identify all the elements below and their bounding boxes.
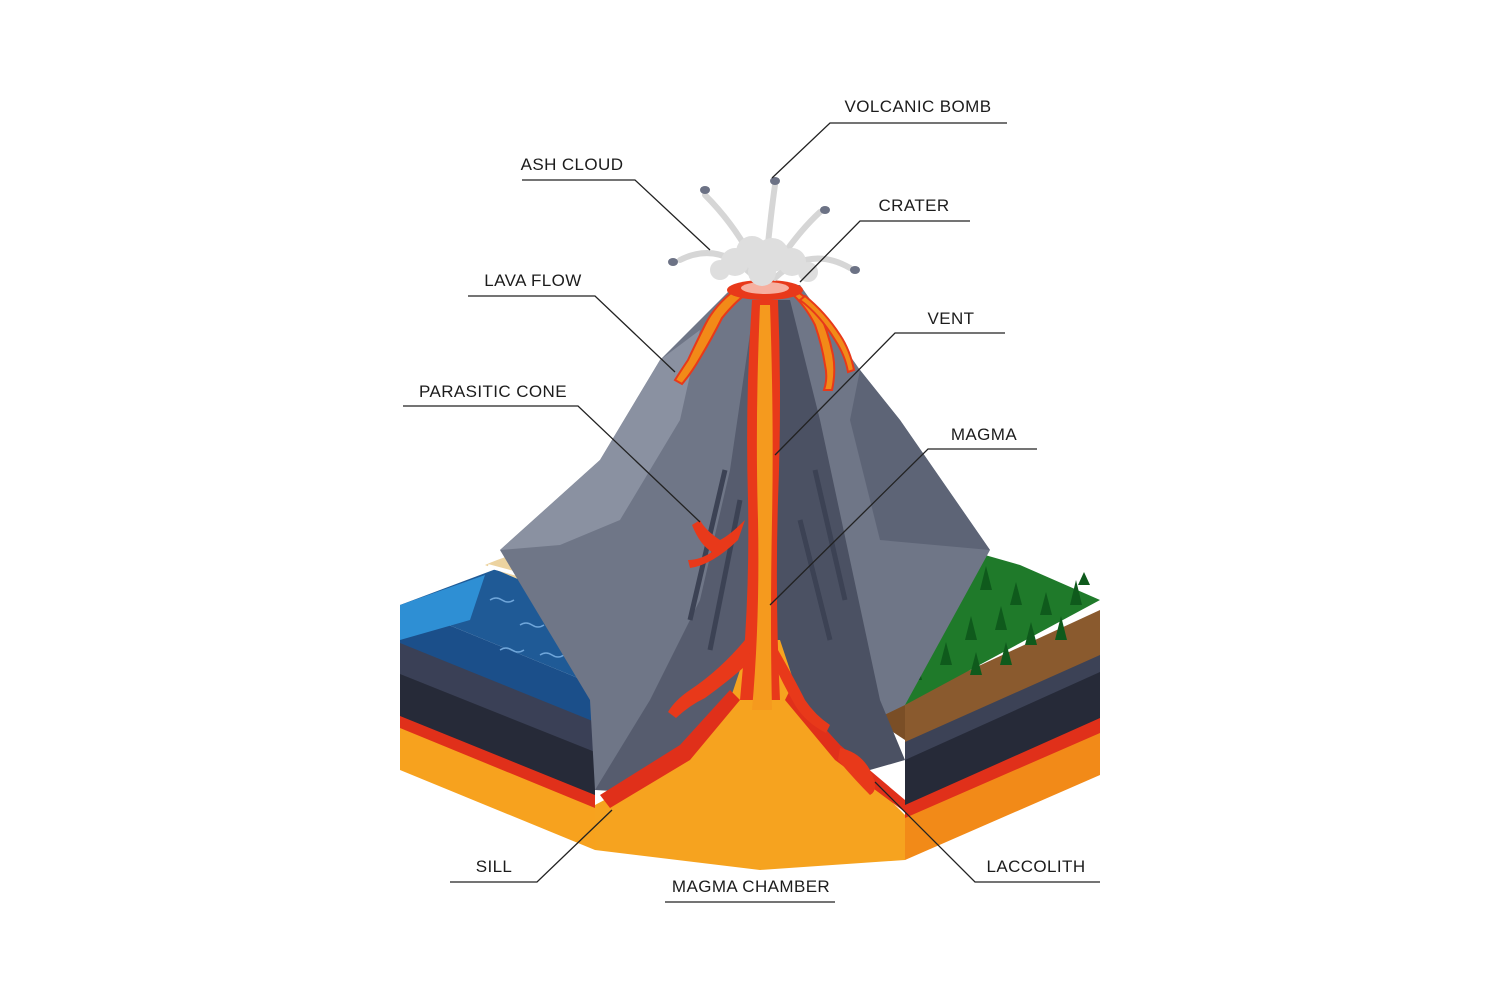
leader-magma [769,448,1037,606]
left-block-mid-layer [400,640,595,752]
magma-system [595,280,905,870]
magma-chamber-fill [595,640,905,870]
mountain-light-facet-left [500,330,700,550]
label-parasitic-cone: PARASITIC CONE [419,382,567,401]
dike-right [772,650,830,733]
lava-flow-right-2 [798,294,856,374]
label-magma-chamber: MAGMA CHAMBER [672,877,830,896]
label-volcanic-bomb: VOLCANIC BOMB [845,97,992,116]
ash-puffs [710,236,818,286]
magma-chamber-red [600,690,740,808]
right-block-soil-layer [905,610,1100,742]
label-lava-flow: LAVA FLOW [484,271,581,290]
bomb-icon [770,177,780,185]
leader-vent [774,332,1005,456]
bomb-icon [820,206,830,214]
label-magma: MAGMA [951,425,1017,444]
ash-cloud [668,177,860,286]
diagram-labels: VOLCANIC BOMB ASH CLOUD CRATER LAVA FLOW… [419,97,1085,896]
right-block-red-layer [905,715,1100,818]
left-block-orange-layer [400,725,595,850]
ash-plume-trails [677,182,853,281]
sea-front-face [400,605,595,722]
leader-ash-cloud [522,179,711,251]
lava-flow-left [673,288,747,386]
right-block-orange-layer [905,730,1100,860]
crater-glow [741,282,789,294]
left-block-dark-layer [400,670,595,795]
mountain-light-facet-right [850,370,990,550]
leader-lines [403,122,1100,903]
laccolith-blob [838,748,875,795]
bomb-icon [668,258,678,266]
leader-volcanic-bomb [771,122,1007,179]
parasitic-conduit [688,520,745,568]
leader-crater [799,220,970,283]
dike-left [668,640,752,718]
bomb-icon [850,266,860,274]
label-sill: SILL [476,857,513,876]
left-block-red-layer [400,712,595,808]
label-laccolith: LACCOLITH [986,857,1085,876]
leader-parasitic-cone [403,405,701,523]
main-vent-core [752,305,773,710]
bomb-icon [700,186,710,194]
label-crater: CRATER [878,196,949,215]
right-block-dark-layer [905,668,1100,805]
leader-laccolith [874,781,1100,883]
label-vent: VENT [928,309,975,328]
sea-shallow [400,575,485,640]
volcanic-bombs [668,177,860,274]
label-ash-cloud: ASH CLOUD [521,155,624,174]
right-block-gray-layer [905,652,1100,760]
leader-sill [450,809,613,883]
leader-lava-flow [468,295,676,373]
